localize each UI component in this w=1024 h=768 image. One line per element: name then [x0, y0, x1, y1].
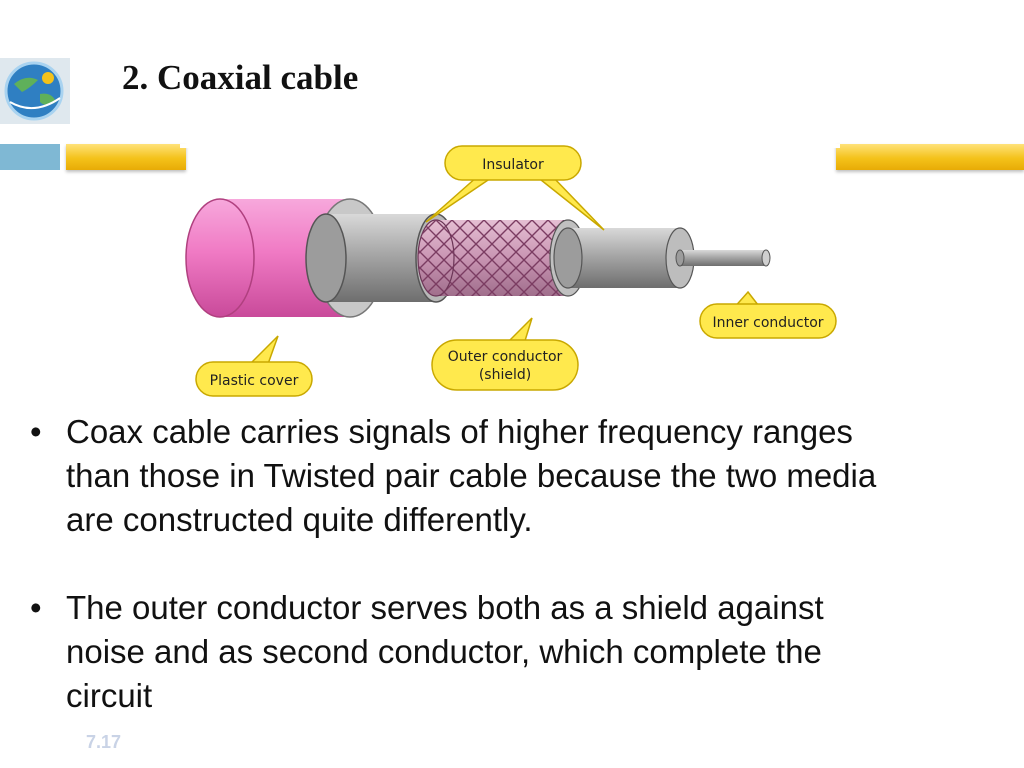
slide-number: 7.17: [86, 732, 122, 752]
slide-header: 2. Coaxial cable: [0, 0, 1024, 130]
insulator-inner-layer: [553, 227, 695, 289]
plastic-cover-label: Plastic cover: [210, 373, 299, 389]
accent-band-gold-left: [66, 144, 186, 170]
bullet-item: • The outer conductor serves both as a s…: [30, 586, 1010, 718]
slide-title: 2. Coaxial cable: [122, 58, 359, 97]
accent-band-gold-right: [836, 144, 1024, 170]
bullet-dot-icon: •: [30, 589, 42, 626]
bullet-line: circuit: [66, 677, 153, 714]
bullet-line: The outer conductor serves both as a shi…: [66, 589, 824, 626]
inner-conductor-wire: [675, 249, 771, 267]
bullet-item: • Coax cable carries signals of higher f…: [30, 410, 1010, 542]
bullet-line: are constructed quite differently.: [66, 501, 533, 538]
inner-conductor-label: Inner conductor: [712, 315, 823, 331]
outer-conductor-shield-layer: [417, 219, 587, 297]
bullet-line: Coax cable carries signals of higher fre…: [66, 413, 853, 450]
outer-conductor-label: Outer conductor: [448, 349, 563, 365]
globe-logo-icon: [0, 58, 70, 124]
bullet-dot-icon: •: [30, 413, 42, 450]
bullet-line: than those in Twisted pair cable because…: [66, 457, 877, 494]
accent-band-blue: [0, 144, 60, 170]
outer-conductor-shield-label: (shield): [479, 367, 531, 383]
bullet-line: noise and as second conductor, which com…: [66, 633, 822, 670]
coaxial-cable-diagram: Insulator Inner conductor Outer conducto…: [180, 144, 840, 397]
insulator-label: Insulator: [482, 157, 544, 173]
bullet-list: • Coax cable carries signals of higher f…: [30, 410, 1010, 762]
